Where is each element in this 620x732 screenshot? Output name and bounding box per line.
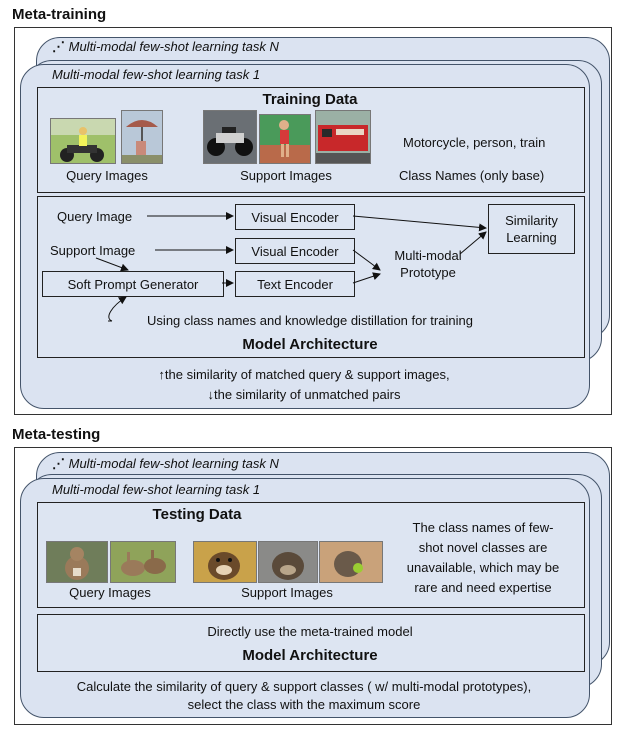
training-data-title: Training Data	[262, 91, 358, 108]
soft-prompt-generator-box: Soft Prompt Generator	[42, 271, 224, 297]
test-task-n-label: ⋰ Multi-modal few-shot learning task N	[52, 456, 279, 471]
test-architecture-note: Directly use the meta-trained model	[207, 624, 413, 639]
class-names-label: Class Names (only base)	[399, 168, 545, 183]
meta-training-title: Meta-training	[12, 6, 107, 23]
squirrel-photo	[46, 541, 108, 583]
test-model-architecture-title: Model Architecture	[242, 647, 378, 664]
testing-data-title: Testing Data	[152, 506, 242, 523]
task-n-label: ⋰ Multi-modal few-shot learning task N	[52, 39, 279, 54]
novel-class-note: The class names of few- shot novel class…	[406, 520, 560, 595]
task-1-label: Multi-modal few-shot learning task 1	[52, 67, 261, 82]
text-encoder-box: Text Encoder	[235, 271, 355, 297]
multimodal-prototype-label: Multi-modal Prototype	[394, 248, 462, 280]
training-note: Using class names and knowledge distilla…	[147, 313, 473, 328]
motorcycle-photo	[203, 110, 257, 164]
train-support-images-label: Support Images	[240, 168, 332, 183]
class-list-text: Motorcycle, person, train	[403, 135, 546, 150]
visual-encoder-box-1: Visual Encoder	[235, 204, 355, 230]
person-umbrella-photo	[121, 110, 163, 164]
train-query-images-label: Query Images	[66, 168, 148, 183]
testing-result: Calculate the similarity of query & supp…	[76, 679, 532, 712]
train-photo	[315, 110, 371, 164]
rabbits-photo	[110, 541, 176, 583]
training-objective: ↑the similarity of matched query & suppo…	[158, 367, 450, 402]
tennis-player-photo	[259, 114, 311, 164]
model-architecture-title: Model Architecture	[242, 336, 378, 353]
support-image-label: Support Image	[50, 243, 136, 258]
visual-encoder-box-2: Visual Encoder	[235, 238, 355, 264]
meta-testing-title: Meta-testing	[12, 426, 101, 443]
test-query-images-label: Query Images	[69, 585, 151, 600]
query-image-label: Query Image	[57, 209, 133, 224]
marmot-photo	[258, 541, 318, 583]
similarity-learning-box: Similarity Learning	[488, 204, 575, 254]
squirrel-eating-photo	[319, 541, 383, 583]
test-support-images-label: Support Images	[241, 585, 333, 600]
test-model-architecture-box	[37, 614, 585, 672]
otter-photo	[193, 541, 257, 583]
motorcycle-rider-photo	[50, 118, 116, 164]
test-task-1-label: Multi-modal few-shot learning task 1	[52, 482, 261, 497]
